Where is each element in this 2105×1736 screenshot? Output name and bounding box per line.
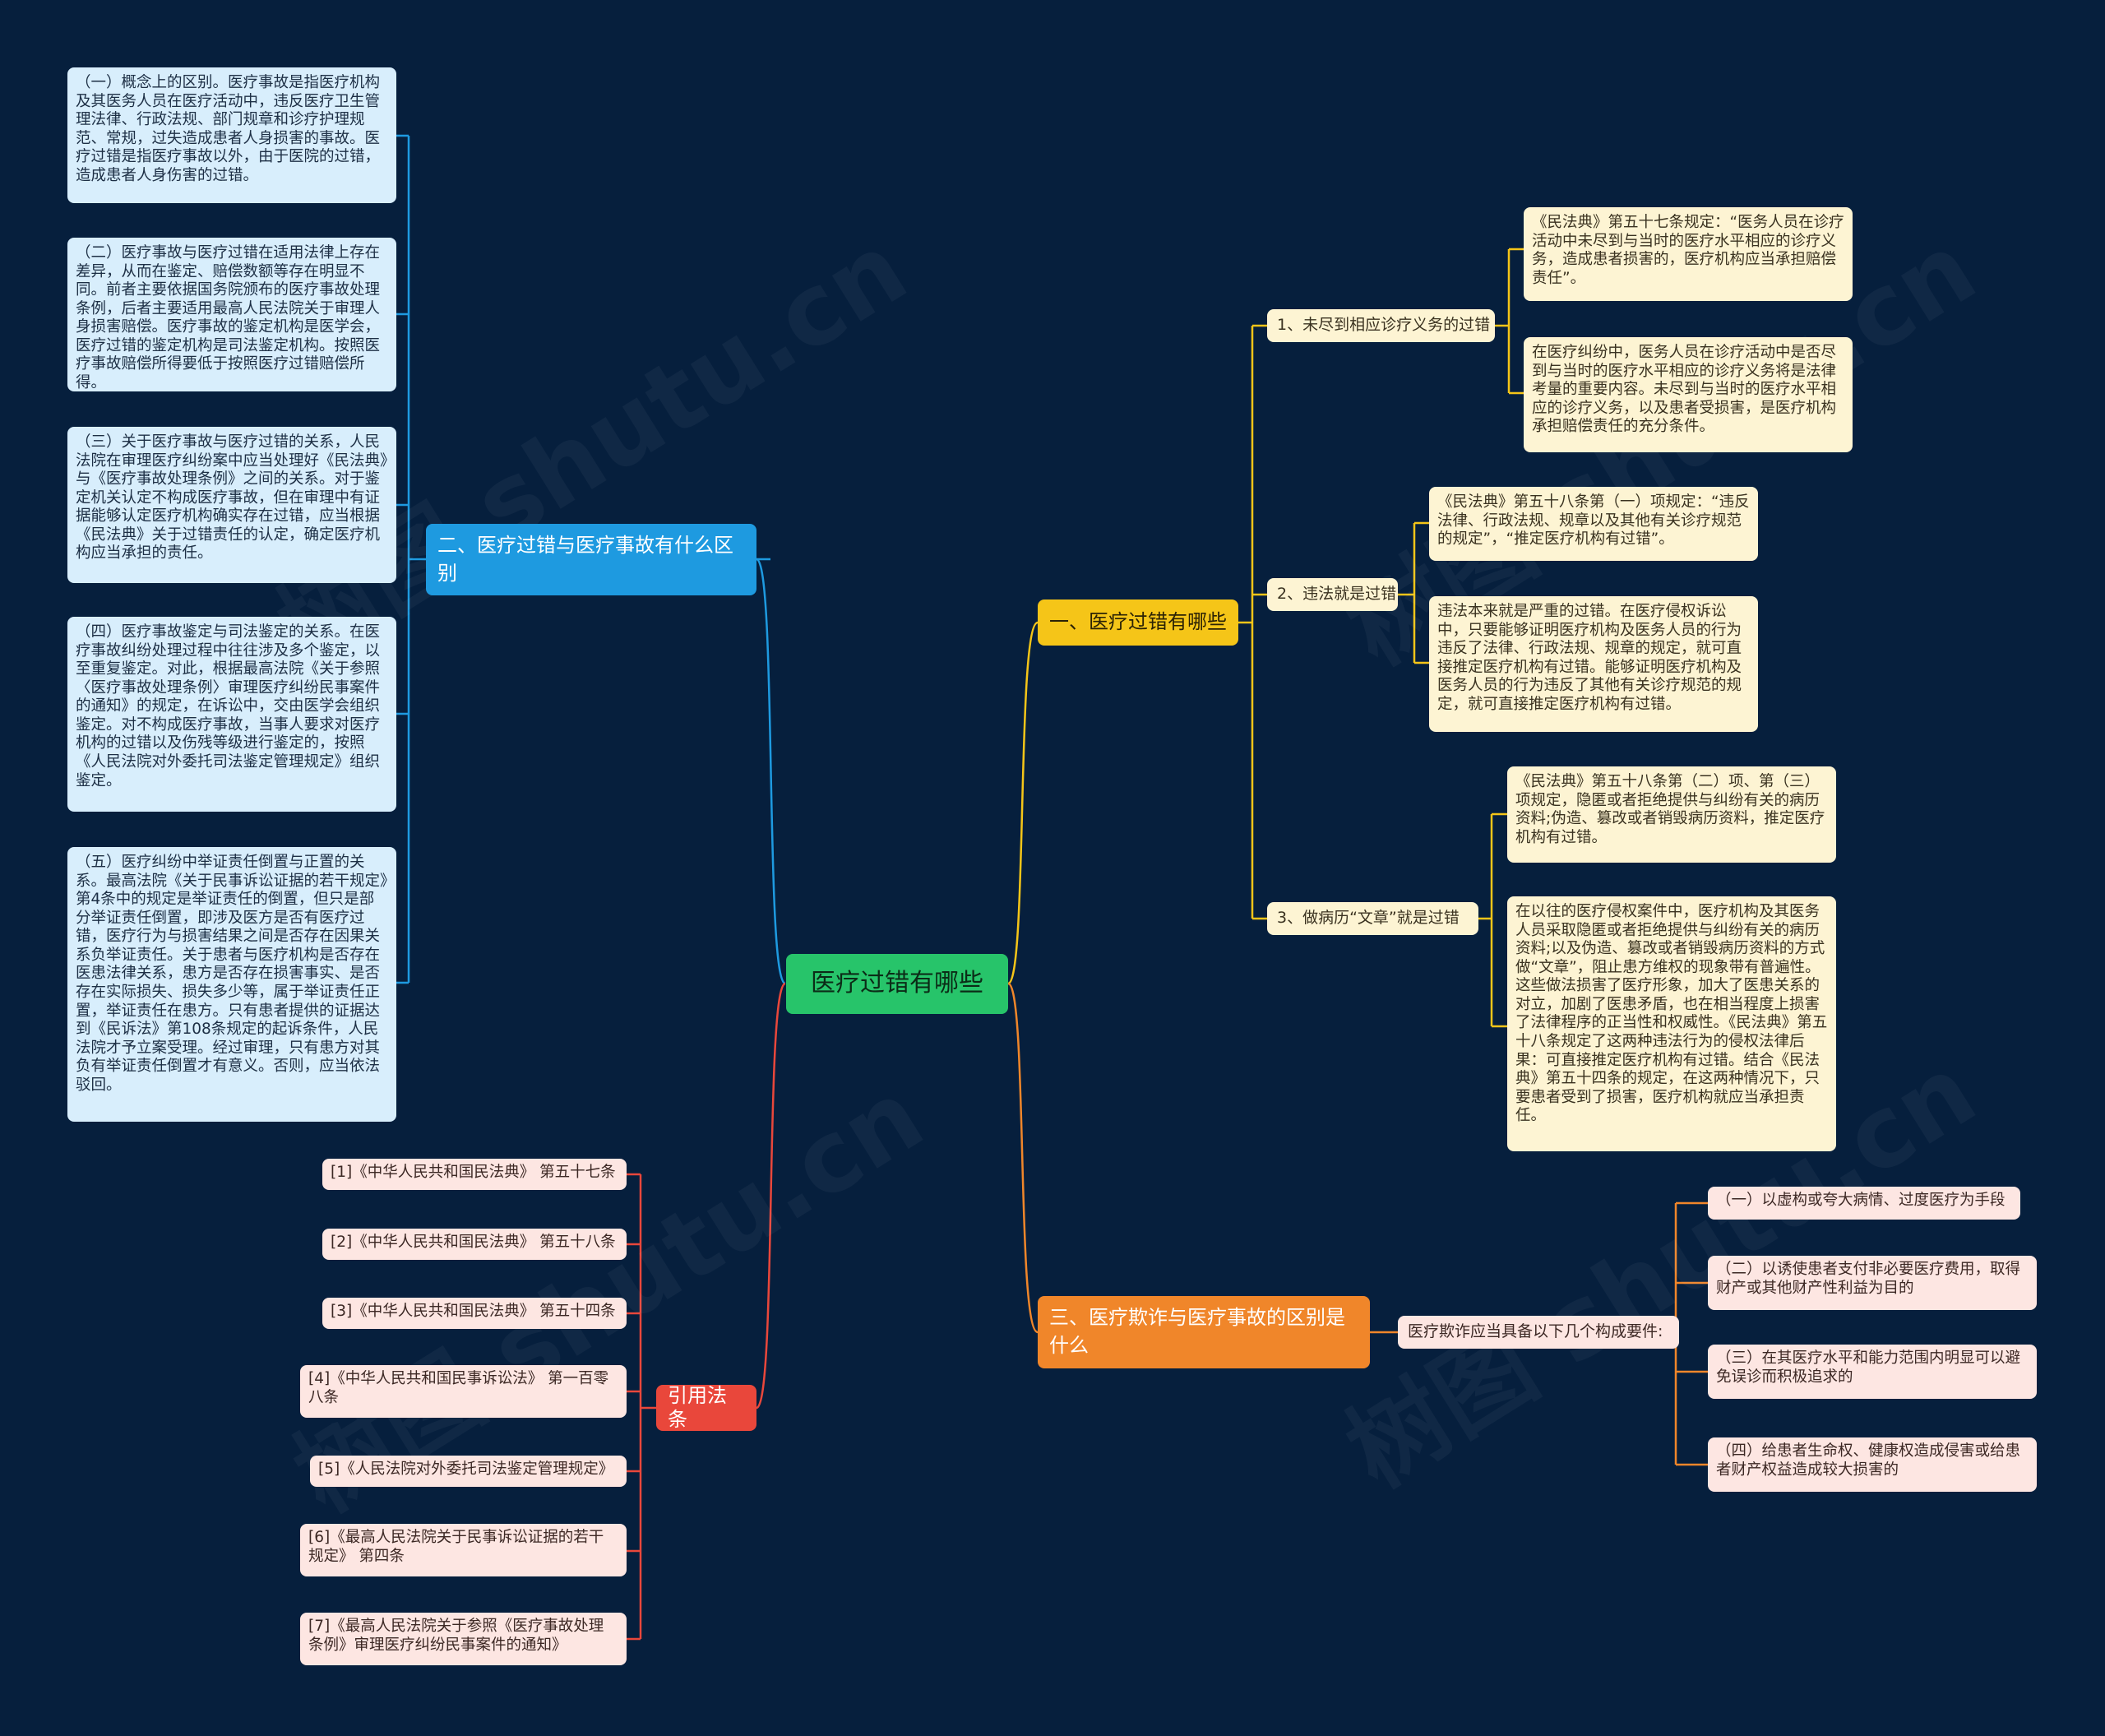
connector-sub-1-spine [1495,248,1524,395]
branch-two-label: 二、医疗过错与医疗事故有什么区别 [437,533,733,585]
citation-7[interactable]: [7]《最高人民法院关于参照《医疗事故处理条例》审理医疗纠纷民事案件的通知》 [300,1613,627,1665]
connector-root-branch-two [755,558,787,985]
sub-2-leaf-1[interactable]: 《民法典》第五十八条第（一）项规定：“违反法律、行政法规、规章以及其他有关诊疗规… [1429,487,1758,561]
sub-2-leaf-2[interactable]: 违法本来就是严重的过错。在医疗侵权诉讼中，只要能够证明医疗机构及医务人员的行为违… [1429,596,1758,732]
connector-root-citations [755,982,787,1410]
branch-three-leaf-2[interactable]: （二）以诱使患者支付非必要医疗费用，取得财产或其他财产性利益为目的 [1708,1256,2037,1310]
sub-1-leaf-1[interactable]: 《民法典》第五十七条规定：“医务人员在诊疗活动中未尽到与当时的医疗水平相应的诊疗… [1524,207,1853,301]
branch-two-leaf-2[interactable]: （二）医疗事故与医疗过错在适用法律上存在差异，从而在鉴定、赔偿数额等存在明显不同… [67,238,396,391]
citation-1[interactable]: [1]《中华人民共和国民法典》 第五十七条 [322,1159,627,1190]
citation-3[interactable]: [3]《中华人民共和国民法典》 第五十四条 [322,1298,627,1329]
connector-sub-3-spine [1478,812,1507,1028]
citations-topic[interactable]: 引用法条 [656,1383,756,1431]
citations-label: 引用法条 [668,1383,727,1431]
branch-three-sub-label: 医疗欺诈应当具备以下几个构成要件: [1408,1322,1663,1341]
branch-three-leaf-1[interactable]: （一）以虚构或夸大病情、过度医疗为手段 [1708,1187,2020,1220]
branch-two-leaf-5[interactable]: （五）医疗纠纷中举证责任倒置与正置的关系。最高法院《关于民事诉讼证据的若干规定》… [67,847,396,1122]
branch-two-topic[interactable]: 二、医疗过错与医疗事故有什么区别 [426,524,756,595]
sub-3-leaf-1[interactable]: 《民法典》第五十八条第（二）项、第（三）项规定，隐匿或者拒绝提供与纠纷有关的病历… [1507,766,1836,863]
branch-one-sub-2[interactable]: 2、违法就是过错 [1267,578,1398,611]
branch-one-sub-1-label: 1、未尽到相应诊疗义务的过错 [1277,316,1491,335]
branch-three-label: 三、医疗欺诈与医疗事故的区别是什么 [1049,1306,1345,1357]
root-topic-label: 医疗过错有哪些 [811,969,983,998]
branch-three-leaf-4[interactable]: （四）给患者生命权、健康权造成侵害或给患者财产权益造成较大损害的 [1708,1437,2037,1492]
citation-2[interactable]: [2]《中华人民共和国民法典》 第五十八条 [322,1229,627,1260]
branch-three-leaf-3[interactable]: （三）在其医疗水平和能力范围内明显可以避免误诊而积极追求的 [1708,1345,2037,1399]
citation-6[interactable]: [6]《最高人民法院关于民事诉讼证据的若干规定》 第四条 [300,1524,627,1576]
branch-two-leaf-1[interactable]: （一）概念上的区别。医疗事故是指医疗机构及其医务人员在医疗活动中，违反医疗卫生管… [67,67,396,203]
citation-5[interactable]: [5]《人民法院对外委托司法鉴定管理规定》 [310,1456,627,1487]
branch-one-label: 一、医疗过错有哪些 [1049,610,1227,634]
branch-one-sub-3[interactable]: 3、做病历“文章”就是过错 [1267,902,1478,935]
connector-root-branch-one [1006,621,1039,985]
branch-one-sub-2-label: 2、违法就是过错 [1277,585,1397,604]
branch-one-sub-1[interactable]: 1、未尽到相应诊疗义务的过错 [1267,309,1495,342]
connector-sub-2-spine [1398,521,1429,664]
branch-one-topic[interactable]: 一、医疗过错有哪些 [1038,599,1238,646]
branch-one-sub-3-label: 3、做病历“文章”就是过错 [1277,909,1460,928]
branch-three-topic[interactable]: 三、医疗欺诈与医疗事故的区别是什么 [1038,1296,1370,1368]
root-topic[interactable]: 医疗过错有哪些 [786,954,1008,1014]
sub-3-leaf-2[interactable]: 在以往的医疗侵权案件中，医疗机构及其医务人员采取隐匿或者拒绝提供与纠纷有关的病历… [1507,896,1836,1151]
connector-root-branch-three [1006,982,1039,1334]
branch-two-leaf-4[interactable]: （四）医疗事故鉴定与司法鉴定的关系。在医疗事故纠纷处理过程中往往涉及多个鉴定，以… [67,617,396,812]
branch-three-sub[interactable]: 医疗欺诈应当具备以下几个构成要件: [1398,1316,1679,1349]
citation-4[interactable]: [4]《中华人民共和国民事诉讼法》 第一百零八条 [300,1365,627,1418]
branch-two-leaf-3[interactable]: （三）关于医疗事故与医疗过错的关系，人民法院在审理医疗纠纷案中应当处理好《民法典… [67,427,396,583]
sub-1-leaf-2[interactable]: 在医疗纠纷中，医务人员在诊疗活动中是否尽到与当时的医疗水平相应的诊疗义务将是法律… [1524,337,1853,452]
